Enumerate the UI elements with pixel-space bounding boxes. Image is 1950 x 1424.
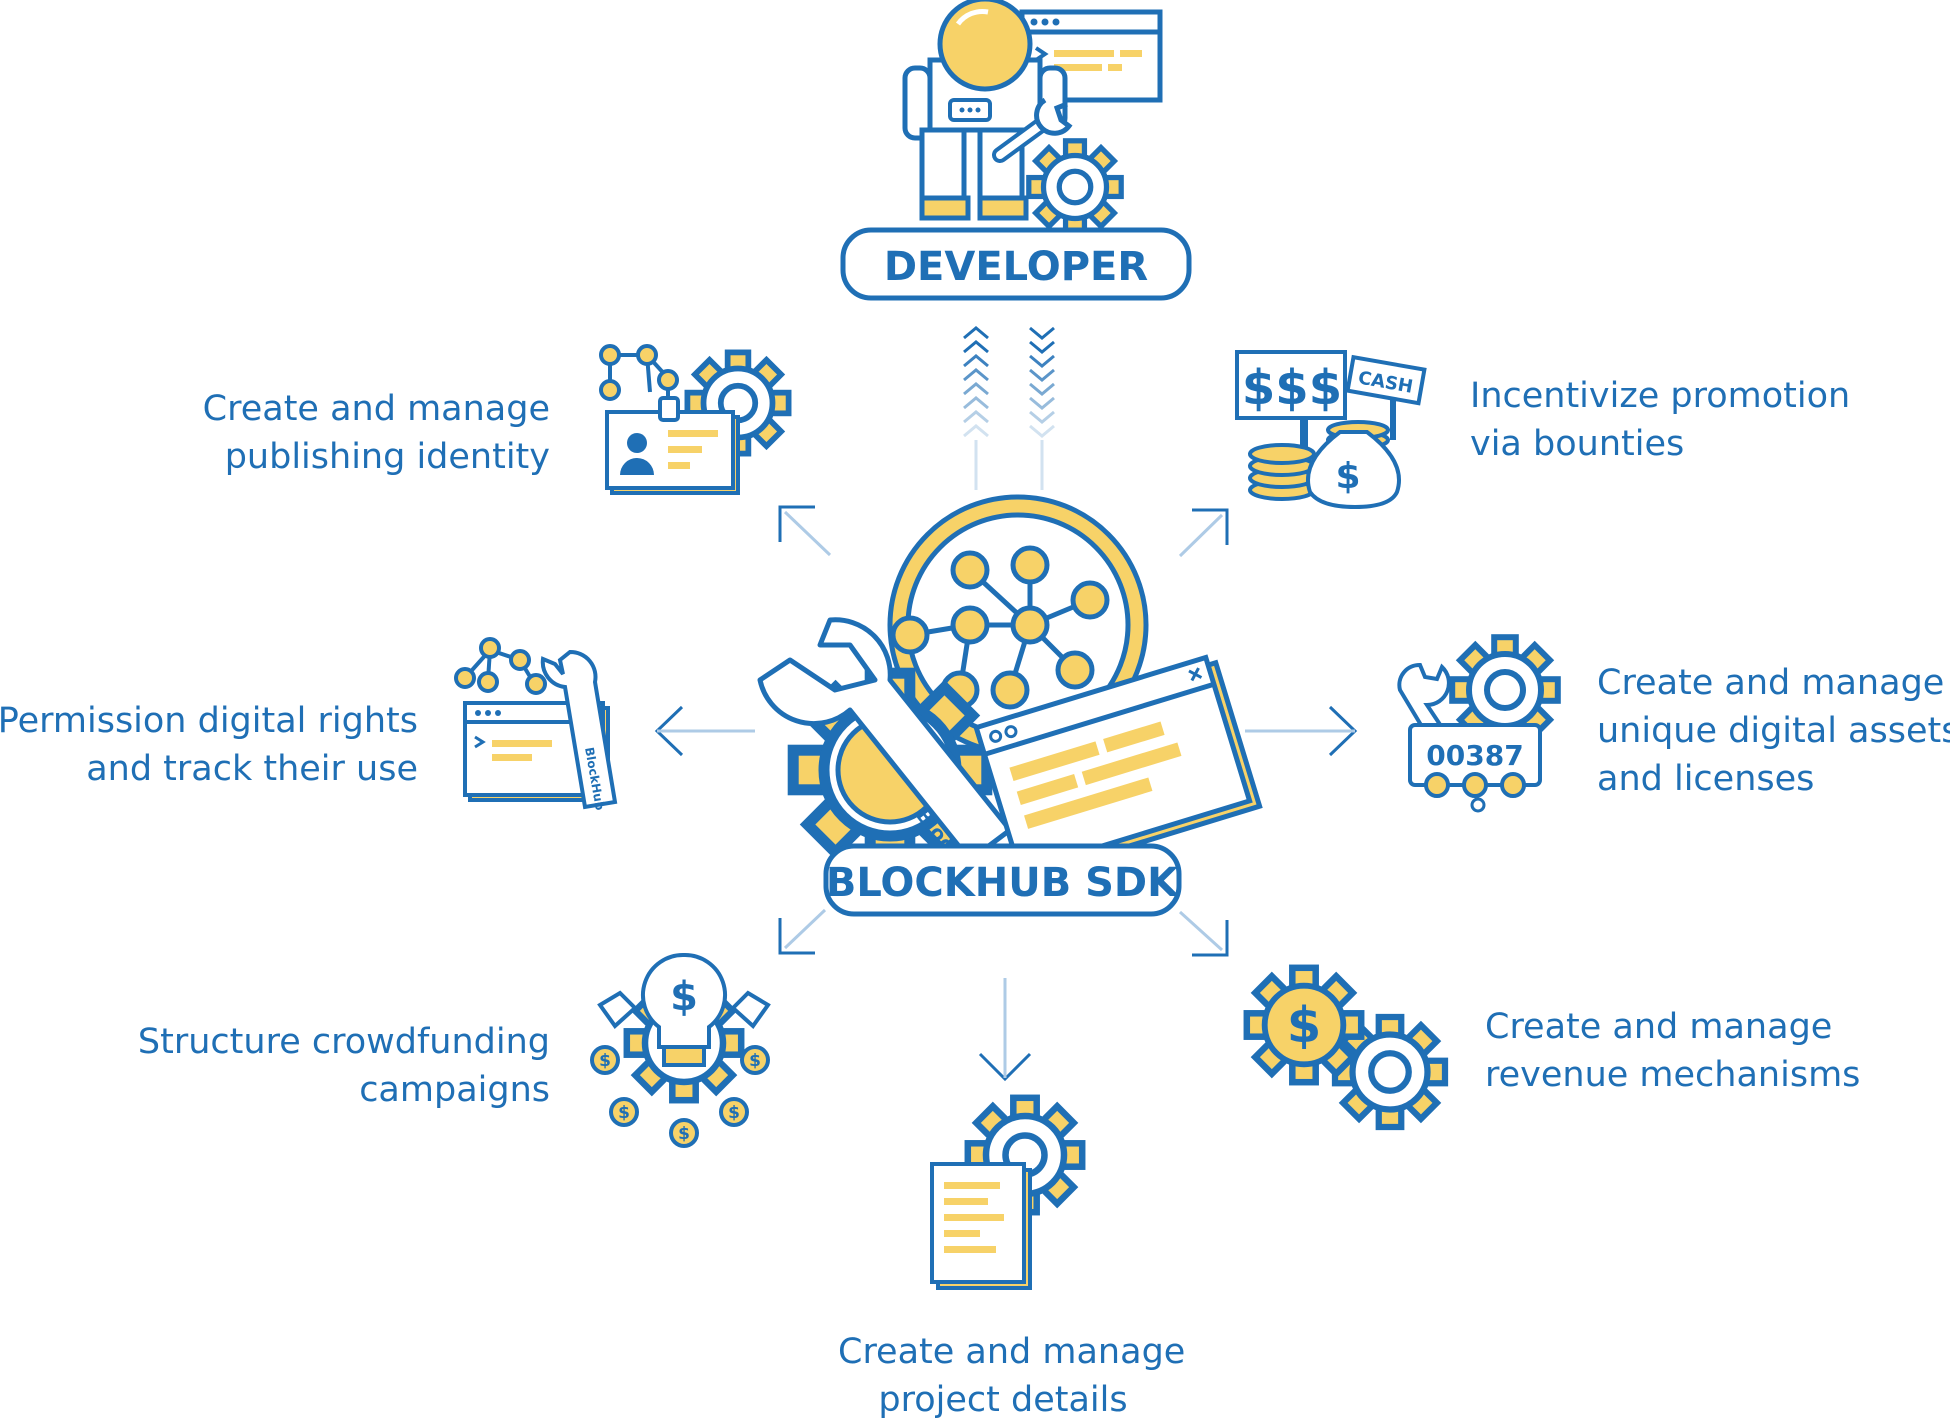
arrow-up-left <box>778 505 832 557</box>
document-gear-icon <box>930 1098 1082 1290</box>
arrow-left <box>654 705 755 757</box>
developer-badge <box>840 227 1192 301</box>
id-card-network-icon <box>599 344 789 495</box>
direction-arrows <box>654 505 1358 1082</box>
bounties-line-2: via bounties <box>1470 424 1685 464</box>
bounties-label: Incentivize promotion via bounties <box>1470 372 1850 468</box>
sdk-badge <box>823 843 1182 917</box>
lightbulb-coins-icon: $ <box>590 952 771 1148</box>
cash-bounty-icon: $$$ CASH $ <box>1235 350 1427 510</box>
developer-label: DEVELOPER <box>884 244 1148 290</box>
crowdfunding-label: Structure crowdfunding campaigns <box>138 1018 550 1114</box>
crowdfunding-line-2: campaigns <box>359 1070 550 1110</box>
svg-text:$: $ <box>1335 456 1360 497</box>
sdk-label: BLOCKHUB SDK <box>826 860 1180 906</box>
rights-line-1: Permission digital rights <box>0 701 418 741</box>
arrow-right <box>1245 705 1358 757</box>
bounties-line-1: Incentivize promotion <box>1470 376 1851 416</box>
assets-label: Create and manage unique digital assets … <box>1597 659 1950 803</box>
svg-text:$: $ <box>1287 996 1321 1054</box>
project-line-1: Create and manage <box>838 1332 1186 1372</box>
revenue-line-1: Create and manage <box>1485 1007 1833 1047</box>
assets-line-3: and licenses <box>1597 759 1815 799</box>
sdk-network-wrench-icon: Bloc <box>757 494 1263 880</box>
identity-line-2: publishing identity <box>224 437 550 477</box>
license-counter-icon: 00387 <box>1397 637 1557 813</box>
arrow-down-right <box>1178 910 1229 957</box>
down-chevrons <box>1029 326 1055 490</box>
revenue-label: Create and manage revenue mechanisms <box>1485 1003 1860 1099</box>
asset-counter: 00387 <box>1426 739 1523 772</box>
dollar-gears-icon: $ <box>1247 968 1445 1127</box>
revenue-line-2: revenue mechanisms <box>1485 1055 1861 1095</box>
assets-line-1: Create and manage <box>1597 663 1945 703</box>
rights-line-2: and track their use <box>86 749 418 789</box>
browser-wrench-icon: BlockHub <box>454 637 618 812</box>
developer-astronaut-icon <box>902 0 1163 233</box>
project-label: Create and manage project details <box>838 1328 1186 1424</box>
project-line-2: project details <box>878 1380 1128 1420</box>
rights-label: Permission digital rights and track thei… <box>0 697 418 793</box>
svg-text:$: $ <box>670 974 698 1020</box>
arrow-down <box>978 978 1032 1082</box>
identity-label: Create and manage publishing identity <box>203 385 550 481</box>
identity-line-1: Create and manage <box>202 389 550 429</box>
arrow-up-right <box>1178 508 1229 558</box>
svg-text:$$$: $$$ <box>1242 360 1342 416</box>
arrow-down-left <box>778 908 827 955</box>
up-chevrons <box>963 326 989 490</box>
crowdfunding-line-1: Structure crowdfunding <box>137 1022 550 1062</box>
assets-line-2: unique digital assets <box>1597 711 1950 751</box>
